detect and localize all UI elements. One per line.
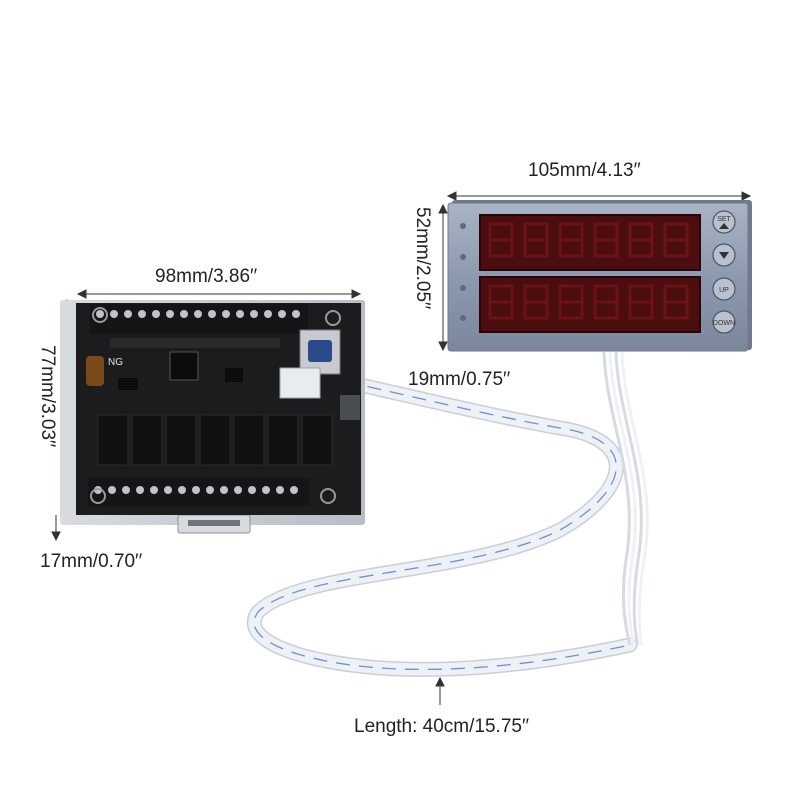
control-board: NG <box>60 300 365 534</box>
down-arrow-icon <box>719 252 729 259</box>
display-depth-label: 19mm/0.75′′ <box>408 369 511 390</box>
set-button-label: SET <box>717 216 731 223</box>
down-button-label: DOWN <box>713 320 735 327</box>
board-silkscreen: NG <box>108 357 123 368</box>
display-panel: SET UP DOWN <box>447 200 752 352</box>
display-height-label: 52mm/2.05′′ <box>412 207 433 310</box>
display-width-label: 105mm/4.13′′ <box>528 160 641 181</box>
board-depth-label: 17mm/0.70′′ <box>40 551 143 572</box>
display-buttons: SET UP DOWN <box>712 210 736 334</box>
cable-length-label: Length: 40cm/15.75′′ <box>354 716 530 737</box>
up-button-label: UP <box>719 287 729 294</box>
seven-segment-digits <box>488 222 689 320</box>
dimension-lines <box>51 191 752 705</box>
top-terminal-screws <box>96 310 300 318</box>
bottom-terminal-screws <box>94 486 298 494</box>
board-width-label: 98mm/3.86′′ <box>155 266 258 287</box>
board-height-label: 77mm/3.03′′ <box>37 345 58 448</box>
relays <box>97 414 333 466</box>
up-arrow-icon <box>719 223 729 229</box>
ribbon-cable <box>246 351 649 677</box>
